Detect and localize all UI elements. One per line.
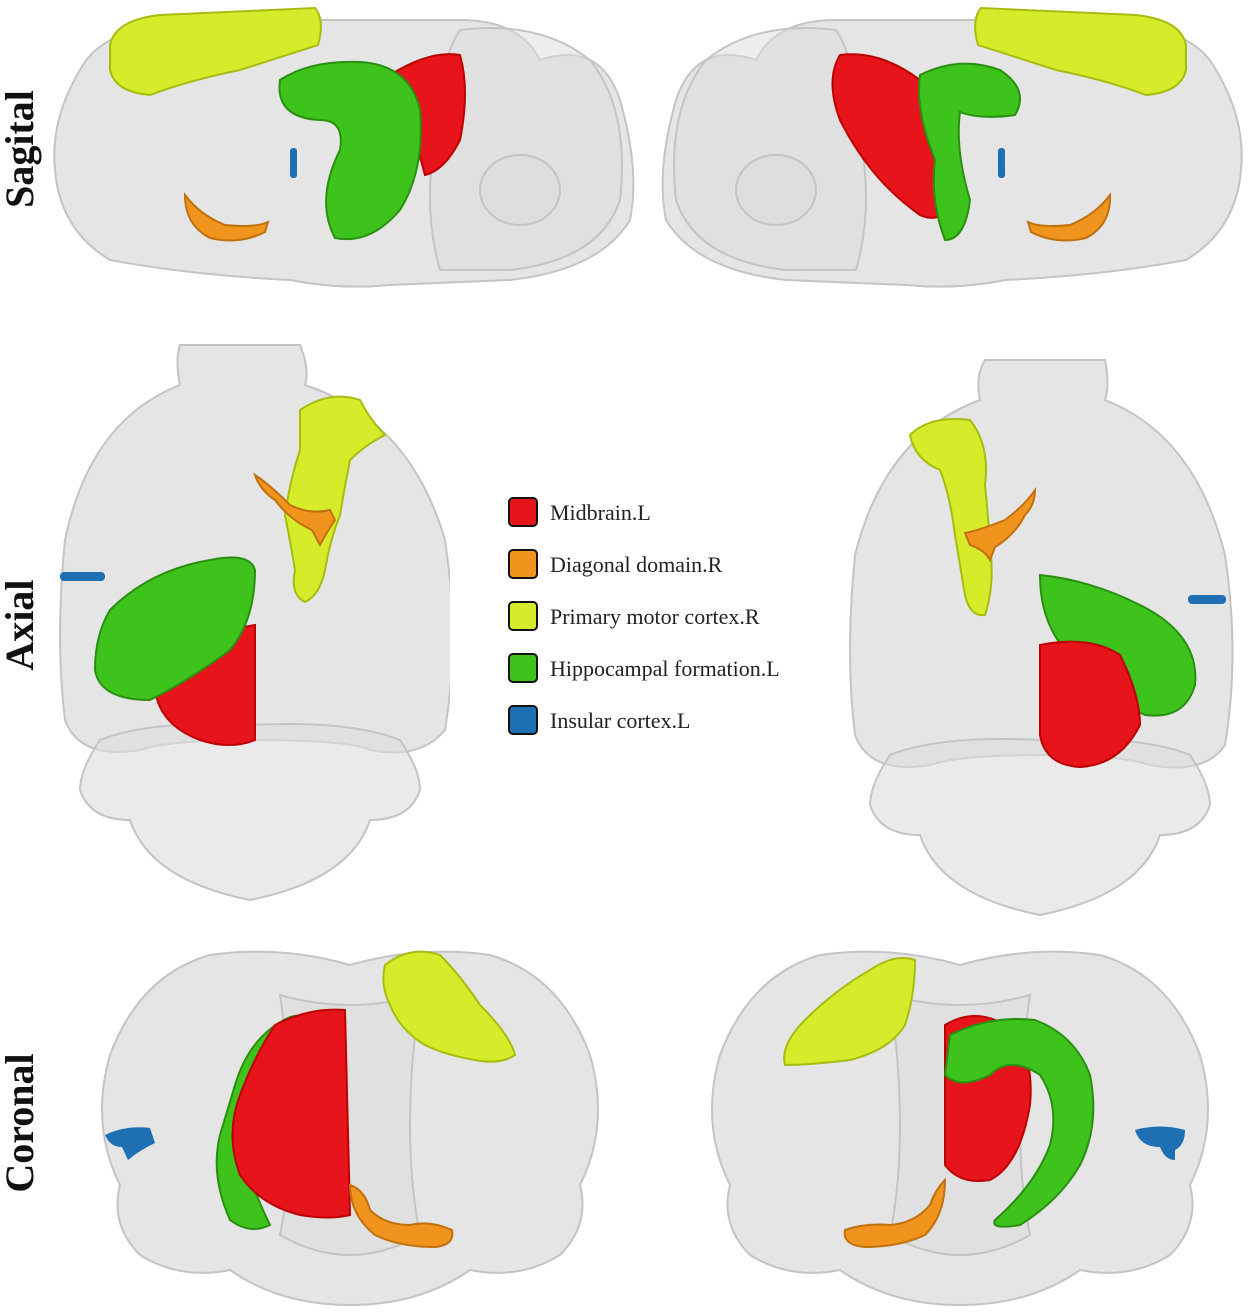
row-label-axial: Axial [0, 579, 42, 671]
insular-cortex-region [1188, 595, 1226, 604]
primary-motor-cortex-region [783, 957, 917, 1067]
diagonal-domain-region [253, 472, 337, 548]
diagonal-domain-region [348, 1183, 454, 1249]
hippocampal-formation-region [943, 1018, 1095, 1228]
legend-swatch [508, 497, 538, 527]
insular-cortex-region [998, 148, 1005, 178]
insular-cortex-region [60, 572, 105, 581]
axial-left-view [50, 340, 450, 910]
legend-label: Diagonal domain.R [550, 552, 723, 577]
hippocampal-formation-region [93, 556, 257, 702]
row-label-sagittal: Sagital [0, 90, 42, 208]
hippocampal-formation-region [278, 60, 422, 241]
midbrain-region [1039, 640, 1142, 769]
legend-swatch [508, 653, 538, 683]
legend-label: Hippocampal formation.L [550, 656, 780, 681]
diagonal-domain-region [843, 1177, 947, 1249]
diagonal-domain-region [183, 191, 270, 242]
primary-motor-cortex-region [283, 395, 387, 604]
coronal-right-view [690, 935, 1230, 1310]
insular-cortex-region [290, 148, 297, 178]
diagonal-domain-region [963, 486, 1037, 563]
midbrain-region [231, 1008, 352, 1219]
legend-label: Midbrain.L [550, 500, 651, 525]
coronal-left-view [80, 935, 620, 1310]
sagittal-left-view [40, 0, 640, 300]
primary-motor-cortex-region [109, 6, 322, 97]
primary-motor-cortex-region [382, 950, 517, 1063]
primary-motor-cortex-region [974, 6, 1187, 97]
legend-swatch [508, 549, 538, 579]
row-label-coronal: Coronal [0, 1053, 42, 1193]
legend-swatch [508, 601, 538, 631]
hippocampal-formation-region [918, 62, 1021, 242]
legend-swatch [508, 705, 538, 735]
insular-cortex-region [1135, 1126, 1185, 1160]
diagonal-domain-region [1026, 192, 1112, 242]
legend-label: Insular cortex.L [550, 708, 691, 733]
sagittal-right-view [660, 0, 1256, 300]
legend-label: Primary motor cortex.R [550, 604, 760, 629]
insular-cortex-region [105, 1127, 155, 1160]
axial-right-view [840, 355, 1240, 925]
primary-motor-cortex-region [908, 418, 993, 617]
